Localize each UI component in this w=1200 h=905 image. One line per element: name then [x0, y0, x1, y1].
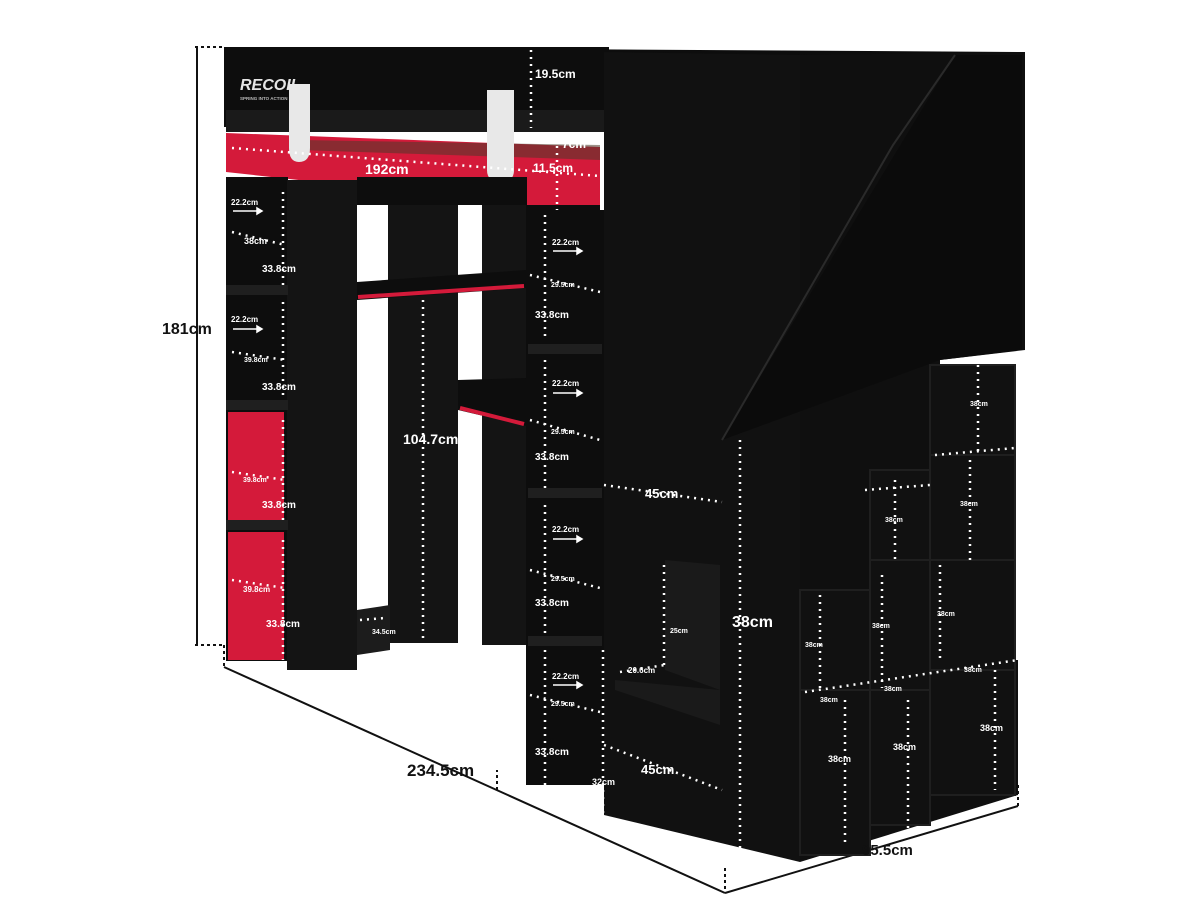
center-tower-shelves — [528, 344, 602, 646]
wardrobe-low-shelf — [458, 378, 526, 426]
brand-logo-text: RECOIL — [240, 77, 300, 94]
label-rail-gap: 7cm — [562, 137, 586, 151]
label-step-height: 25cm — [670, 628, 688, 635]
label-stair-depth-bottom: 45cm — [641, 762, 674, 777]
label-base-height: 32cm — [592, 777, 615, 787]
length-line — [223, 666, 726, 894]
hanging-rail-red-2 — [459, 406, 525, 426]
label-cube-5: 38cm — [872, 623, 890, 630]
label-shelf-depth-r4: 29.5cm — [551, 701, 575, 708]
label-cell-height-l2: 33.8cm — [262, 382, 296, 393]
left-tower-shelves — [226, 285, 288, 530]
mattress-edge — [300, 140, 600, 160]
ladder-hook-left — [289, 84, 310, 162]
label-red-rail-height: 11.5cm — [533, 161, 573, 175]
label-cell-width-r3: 22.2cm — [552, 525, 579, 534]
label-cube-3: 38cm — [960, 501, 978, 508]
label-stair-depth-top: 45cm — [645, 486, 678, 501]
label-cell-height-r2: 33.8cm — [535, 452, 569, 463]
label-drawer-height-2: 33.8cm — [266, 619, 300, 630]
label-cell-width-r4: 22.2cm — [552, 672, 579, 681]
label-cube-9: 38cm — [820, 697, 838, 704]
width-arrows — [233, 206, 584, 690]
inner-back-strip — [226, 110, 606, 132]
label-drawer-height-1: 33.8cm — [262, 500, 296, 511]
label-bed-length: 192cm — [365, 161, 409, 177]
label-cell-width-r2: 22.2cm — [552, 379, 579, 388]
label-cell-width-l2: 22.2cm — [231, 315, 258, 324]
stair-step-lower — [615, 680, 720, 725]
label-total-height: 181cm — [162, 321, 212, 338]
hanging-rail-red — [357, 284, 525, 299]
label-cell-height-l1: 33.8cm — [262, 264, 296, 275]
arrow-right-icon — [233, 324, 264, 334]
stair-cubes — [799, 364, 1016, 856]
label-stair-height: 38cm — [732, 614, 773, 631]
label-total-length: 234.5cm — [407, 761, 474, 780]
label-cell-height-r4: 33.8cm — [535, 747, 569, 758]
label-drawer-depth-1: 39.8cm — [243, 477, 267, 484]
label-cube-11: 38cm — [893, 742, 916, 752]
arrow-right-icon — [553, 534, 584, 544]
left-tower-side — [287, 180, 357, 670]
label-cube-7: 38cm — [964, 667, 982, 674]
stair-unit-body — [604, 52, 800, 862]
label-drawer-depth-2: 39.8cm — [243, 585, 270, 594]
red-drawer-1 — [228, 412, 284, 520]
label-cube-2: 38cm — [885, 517, 903, 524]
brand-logo: RECOIL SPRING INTO ACTION — [240, 77, 300, 101]
label-cell-height-r3: 33.8cm — [535, 598, 569, 609]
stair-edge-line — [721, 54, 956, 441]
depth-line — [724, 805, 1019, 894]
label-step-depth: 20.6cm — [628, 666, 655, 675]
label-cube-1: 38cm — [970, 401, 988, 408]
label-cell-depth-l2: 39.8cm — [244, 357, 268, 364]
stair-step-upper — [665, 560, 720, 690]
label-top-rail-height: 19.5cm — [535, 67, 576, 81]
arrow-right-icon — [553, 680, 584, 690]
label-cell-width-r1: 22.2cm — [552, 238, 579, 247]
label-cube-8: 38cm — [884, 686, 902, 693]
arrow-right-icon — [553, 388, 584, 398]
label-shelf-depth-r1: 29.5cm — [551, 282, 575, 289]
label-wardrobe-height: 104.7cm — [403, 431, 458, 447]
inner-labels: 19.5cm 7cm 192cm 11.5cm 22.2cm 38cm 33.8… — [231, 67, 1003, 787]
dotted-guides — [231, 50, 1019, 860]
stair-diagonal-panel — [722, 55, 1022, 440]
wardrobe-top — [357, 177, 527, 205]
red-drawer-2 — [228, 532, 284, 660]
outer-dimension-lines — [195, 46, 1019, 894]
label-cube-10: 38cm — [980, 723, 1003, 733]
label-shelf-depth-r3: 29.5cm — [551, 576, 575, 583]
label-shelf-depth-r2: 29.5cm — [551, 429, 575, 436]
brand-logo-tagline: SPRING INTO ACTION — [240, 96, 288, 101]
label-cube-4: 38cm — [937, 611, 955, 618]
label-cube-12: 38cm — [828, 754, 851, 764]
label-cell-height-r1: 33.8cm — [535, 310, 569, 321]
arrow-right-icon — [553, 246, 584, 256]
label-wardrobe-base: 34.5cm — [372, 629, 396, 636]
label-cell-width-l1: 22.2cm — [231, 198, 258, 207]
label-cube-6: 38cm — [805, 642, 823, 649]
label-total-depth: 95.5cm — [862, 842, 913, 859]
outer-labels: 181cm 234.5cm 95.5cm — [162, 321, 913, 859]
label-cell-depth-l1: 38cm — [244, 236, 267, 246]
arrow-right-icon — [233, 206, 264, 216]
ladder-hook-right — [487, 90, 514, 182]
